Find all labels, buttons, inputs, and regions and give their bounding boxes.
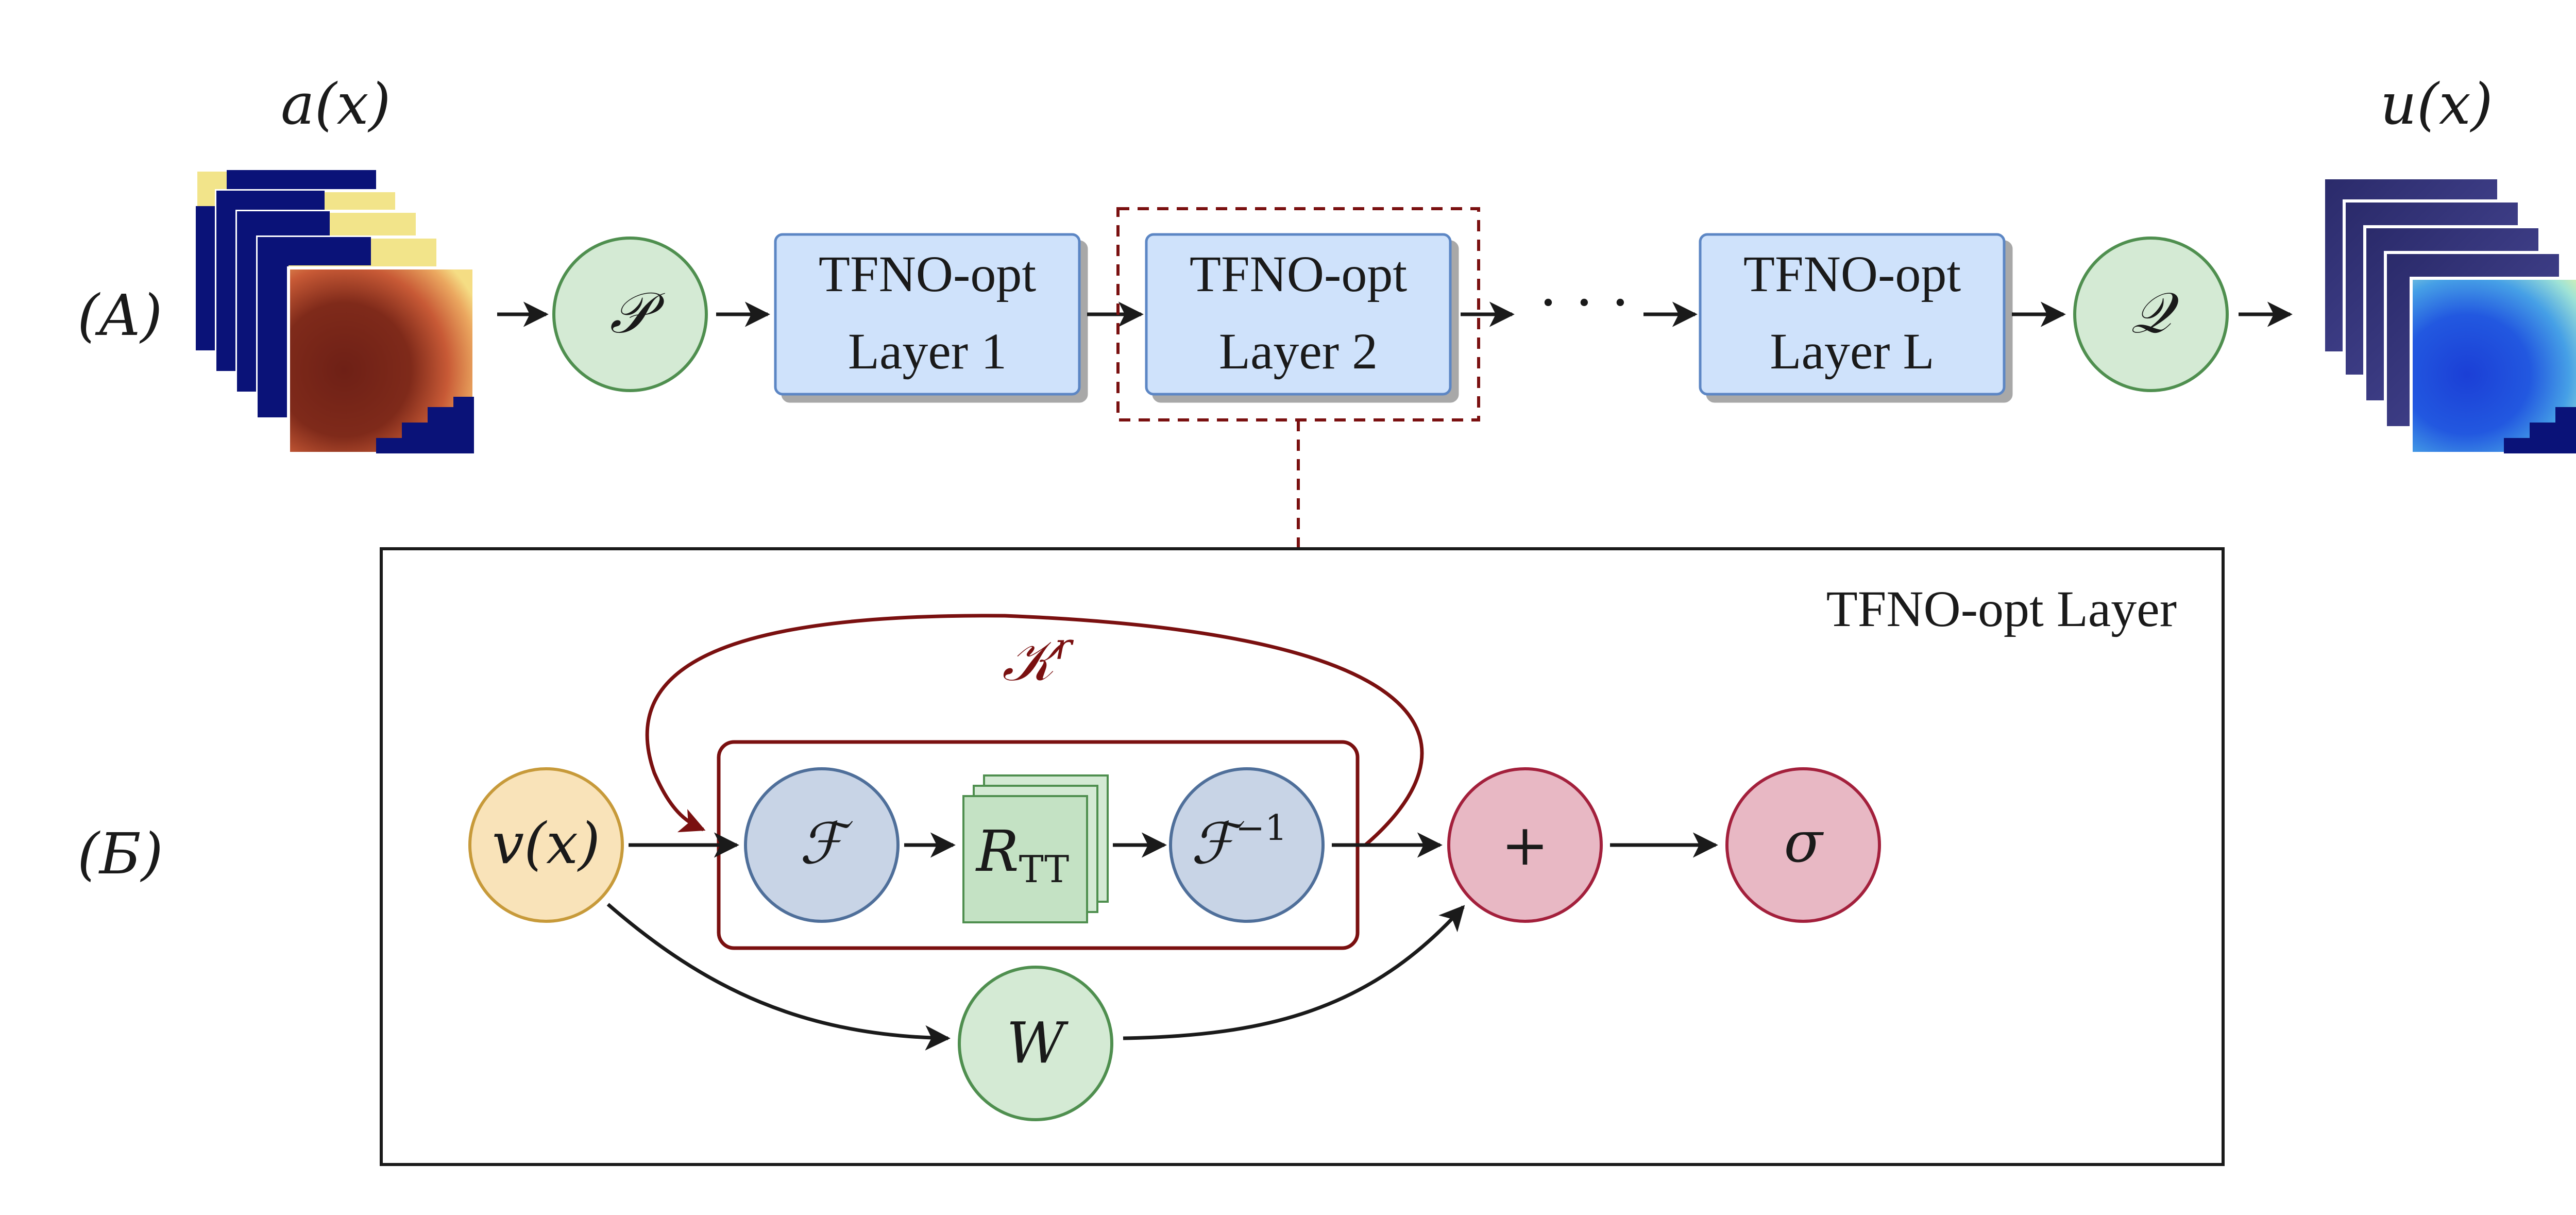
- layer-l-line1: TFNO-opt: [1743, 245, 1961, 302]
- rtt-tensor-stack: RTT: [962, 774, 1109, 923]
- arrow-v-to-w: [606, 903, 951, 1051]
- activation-symbol: σ: [1784, 809, 1824, 875]
- layer-box-l: TFNO-opt Layer L: [1699, 233, 2006, 396]
- kernel-arc: [645, 614, 1424, 847]
- input-frame-front: [287, 266, 476, 455]
- part-a-label: (A): [77, 282, 162, 348]
- layer-2-line1: TFNO-opt: [1190, 245, 1407, 302]
- kernel-label: 𝒦r: [1002, 626, 1074, 694]
- output-label: u(x): [2380, 71, 2493, 137]
- rtt-label: RTT: [975, 818, 1069, 891]
- layer-box-1: TFNO-opt Layer 1: [774, 233, 1081, 396]
- layer-box-2: TFNO-opt Layer 2: [1145, 233, 1452, 396]
- sum-node: +: [1447, 767, 1603, 923]
- ellipsis: · · ·: [1539, 269, 1630, 335]
- project-symbol: 𝒬: [2131, 280, 2179, 346]
- lift-node-p: 𝒫: [552, 237, 708, 392]
- sum-symbol: +: [1501, 812, 1549, 878]
- project-node-q: 𝒬: [2073, 237, 2229, 392]
- layer-1-line1: TFNO-opt: [819, 245, 1036, 302]
- layer-1-line2: Layer 1: [848, 323, 1007, 380]
- layer-2-line2: Layer 2: [1219, 323, 1378, 380]
- output-image-stack: u(x): [2322, 71, 2576, 455]
- layer-l-line2: Layer L: [1770, 323, 1934, 380]
- input-node-v: v(x): [468, 767, 624, 923]
- arrow-w-to-plus: [1123, 905, 1465, 1040]
- rtt-subscript: TT: [1019, 848, 1069, 891]
- input-node-label: v(x): [492, 811, 600, 876]
- layer-detail-title: TFNO-opt Layer: [1826, 580, 2177, 637]
- activation-node: σ: [1725, 767, 1881, 923]
- input-label: a(x): [281, 71, 391, 137]
- output-frame-front: [2410, 277, 2576, 455]
- inverse-fourier-superscript: −1: [1235, 808, 1287, 849]
- kernel-superscript: r: [1055, 626, 1074, 668]
- inverse-fourier-node: ℱ−1: [1169, 767, 1325, 923]
- linear-node-w: W: [958, 966, 1113, 1121]
- rtt-symbol: R: [975, 818, 1019, 884]
- input-image-stack: a(x): [194, 71, 476, 455]
- linear-symbol: W: [1006, 1010, 1069, 1076]
- part-b-label: (Б): [77, 821, 163, 887]
- fourier-node: ℱ: [744, 767, 900, 923]
- layer-detail-frame: [380, 547, 2225, 1166]
